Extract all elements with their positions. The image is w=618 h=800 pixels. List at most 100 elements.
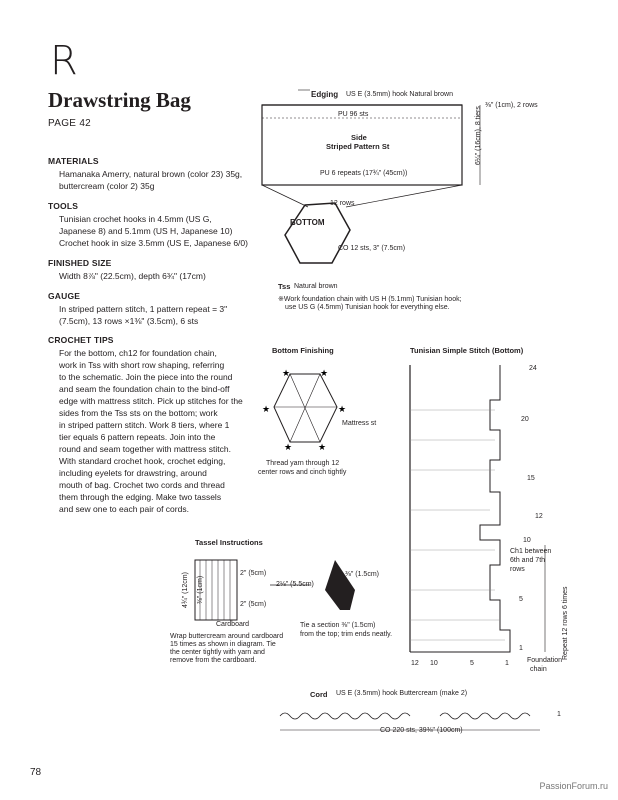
finished-size-section: FINISHED SIZE Width 8⅞" (22.5cm), depth …: [48, 258, 278, 282]
materials-line: buttercream (color 2) 35g: [59, 181, 155, 191]
crochet-tips-line: and sew one to each pair of cords.: [59, 504, 189, 514]
tassel-dim: 2⅛" (5.5cm): [276, 581, 314, 588]
page-number: 78: [30, 767, 42, 778]
mattress-label: Mattress st: [342, 420, 377, 427]
wrap-text: remove from the cardboard.: [170, 657, 257, 664]
side-label: Side: [351, 133, 367, 142]
crochet-tips-line: edge with mattress stitch. Pick up stitc…: [59, 396, 243, 406]
crochet-tips-line: For the bottom, ch12 for foundation chai…: [59, 348, 217, 358]
edging-label: Edging: [311, 90, 339, 99]
tassel-dim: 2" (5cm): [240, 601, 267, 608]
crochet-tips-line: and seam the foundation chain to the bin…: [59, 384, 230, 394]
row-label: 15: [527, 475, 535, 482]
page-reference: PAGE 42: [48, 118, 92, 129]
pu96-label: PU 96 sts: [338, 111, 369, 118]
crochet-tips-line: mouth of bag. Crochet two cords and thre…: [59, 480, 225, 490]
tie-text: from the top; trim ends neatly.: [300, 631, 393, 638]
cord-hook-label: US E (3.5mm) hook Buttercream (make 2): [336, 690, 468, 697]
tools-line: Japanese 8) and 5.1mm (US H, Japanese 10…: [59, 226, 233, 236]
materials-section: MATERIALS Hamanaka Amerry, natural brown…: [48, 156, 278, 192]
tassel-diagram: [194, 559, 355, 621]
cord-co-label: CO 220 sts, 39⅜" (100cm): [380, 727, 463, 734]
schematic-note: use US G (4.5mm) Tunisian hook for every…: [285, 304, 450, 311]
cord-title: Cord: [310, 690, 328, 699]
stitch-number: 12: [411, 660, 419, 667]
thread-label: Thread yarn through 12: [266, 460, 340, 467]
stitch-number: 10: [430, 660, 438, 667]
crochet-tips-line: to the schematic. Join the piece into th…: [59, 372, 233, 382]
bottom-label: BOTTOM: [290, 218, 325, 227]
section-letter: R: [50, 38, 78, 84]
row-label: 5: [519, 596, 523, 603]
svg-text:★: ★: [320, 368, 328, 378]
side-pattern-label: Striped Pattern St: [326, 142, 390, 151]
wrap-text: Wrap buttercream around cardboard: [170, 633, 284, 640]
pu-repeats-label: PU 6 repeats (17¾" (45cm)): [320, 170, 408, 177]
wrap-text: 15 times as shown in diagram. Tie: [170, 641, 276, 648]
row-label: 12: [535, 513, 543, 520]
rows12-label: 12 rows: [330, 200, 355, 207]
edging-hook-label: US E (3.5mm) hook Natural brown: [346, 91, 453, 98]
gauge-line: (7.5cm), 13 rows ×1⅜" (3.5cm), 6 sts: [59, 316, 199, 326]
watermark: PassionForum.ru: [539, 781, 608, 791]
row-label: 10: [523, 537, 531, 544]
pattern-title: Drawstring Bag: [48, 88, 191, 112]
tunisian-chart: [409, 365, 546, 653]
finished-size-line: Width 8⅞" (22.5cm), depth 6¾" (17cm): [59, 271, 206, 281]
co12-label: CO 12 sts, 3" (7.5cm): [338, 245, 406, 252]
gauge-heading: GAUGE: [48, 291, 81, 301]
svg-text:★: ★: [282, 368, 290, 378]
tassel-title: Tassel Instructions: [195, 538, 263, 547]
foundation-label: chain: [530, 666, 547, 673]
cord-diagram: [279, 712, 540, 731]
thread-label: center rows and cinch tightly: [258, 469, 347, 476]
bottom-finishing-title: Bottom Finishing: [272, 346, 334, 355]
tunisian-title: Tunisian Simple Stitch (Bottom): [410, 346, 524, 355]
cardboard-label: Cardboard: [216, 621, 250, 628]
crochet-tips-line: sides from the Tss sts on the bottom; wo…: [59, 408, 218, 418]
tools-section: TOOLS Tunisian crochet hooks in 4.5mm (U…: [48, 201, 278, 249]
cord-row-label: 1: [557, 711, 561, 718]
tools-line: Tunisian crochet hooks in 4.5mm (US G,: [59, 214, 212, 224]
right-top-label: ⅜" (1cm), 2 rows: [485, 102, 538, 109]
stitch-number: 5: [470, 660, 474, 667]
crochet-tips-line: tier equals 6 pattern repeats. Join into…: [59, 432, 216, 442]
tassel-dim: ⅜" (1cm): [197, 575, 204, 604]
materials-heading: MATERIALS: [48, 156, 99, 166]
materials-line: Hamanaka Amerry, natural brown (color 23…: [59, 169, 243, 179]
crochet-tips-line: including eyelets for drawstring, around: [59, 468, 207, 478]
ch1-label: 6th and 7th: [510, 557, 546, 564]
tie-text: Tie a section ⅜" (1.5cm): [300, 622, 376, 629]
svg-text:★: ★: [338, 404, 346, 414]
stitch-number: 1: [505, 660, 509, 667]
foundation-label: Foundation: [527, 657, 563, 664]
schematic-note: ※Work foundation chain with US H (5.1mm)…: [278, 296, 462, 303]
tss-yarn-label: Natural brown: [294, 283, 338, 290]
ch1-label: Ch1 between: [510, 548, 552, 555]
tassel-dim: ⅜" (1.5cm): [345, 571, 379, 578]
svg-text:★: ★: [284, 442, 292, 452]
tassel-dim: 4¾" (12cm): [182, 572, 189, 608]
gauge-section: GAUGE In striped pattern stitch, 1 patte…: [48, 291, 278, 327]
crochet-tips-line: work in Tss with short row shaping, refe…: [59, 360, 225, 370]
tools-heading: TOOLS: [48, 201, 79, 211]
repeat-label: Repeat 12 rows 6 times: [562, 586, 569, 660]
ch1-label: rows: [510, 566, 525, 573]
gauge-line: In striped pattern stitch, 1 pattern rep…: [59, 304, 228, 314]
row-label: 20: [521, 416, 529, 423]
wrap-text: the center tightly with yarn and: [170, 649, 265, 656]
bottom-finishing-diagram: ★ ★ ★ ★ ★ ★: [262, 368, 346, 452]
row-label: 24: [529, 365, 537, 372]
tassel-dim: 2" (5cm): [240, 570, 267, 577]
crochet-tips-line: round and seam together with mattress st…: [59, 444, 231, 454]
svg-text:★: ★: [262, 404, 270, 414]
finished-size-heading: FINISHED SIZE: [48, 258, 112, 268]
crochet-tips-heading: CROCHET TIPS: [48, 335, 114, 345]
right-side-label: 6¼" (16cm), 8 tiers: [475, 106, 482, 165]
svg-text:★: ★: [318, 442, 326, 452]
tss-label: Tss: [278, 282, 291, 291]
crochet-tips-section: CROCHET TIPS For the bottom, ch12 for fo…: [48, 335, 278, 515]
crochet-tips-line: in striped pattern stitch. Work 8 tiers,…: [59, 420, 230, 430]
crochet-tips-line: them through the edging. Make two tassel…: [59, 492, 222, 502]
tools-line: Crochet hook in size 3.5mm (US E, Japane…: [59, 238, 248, 248]
